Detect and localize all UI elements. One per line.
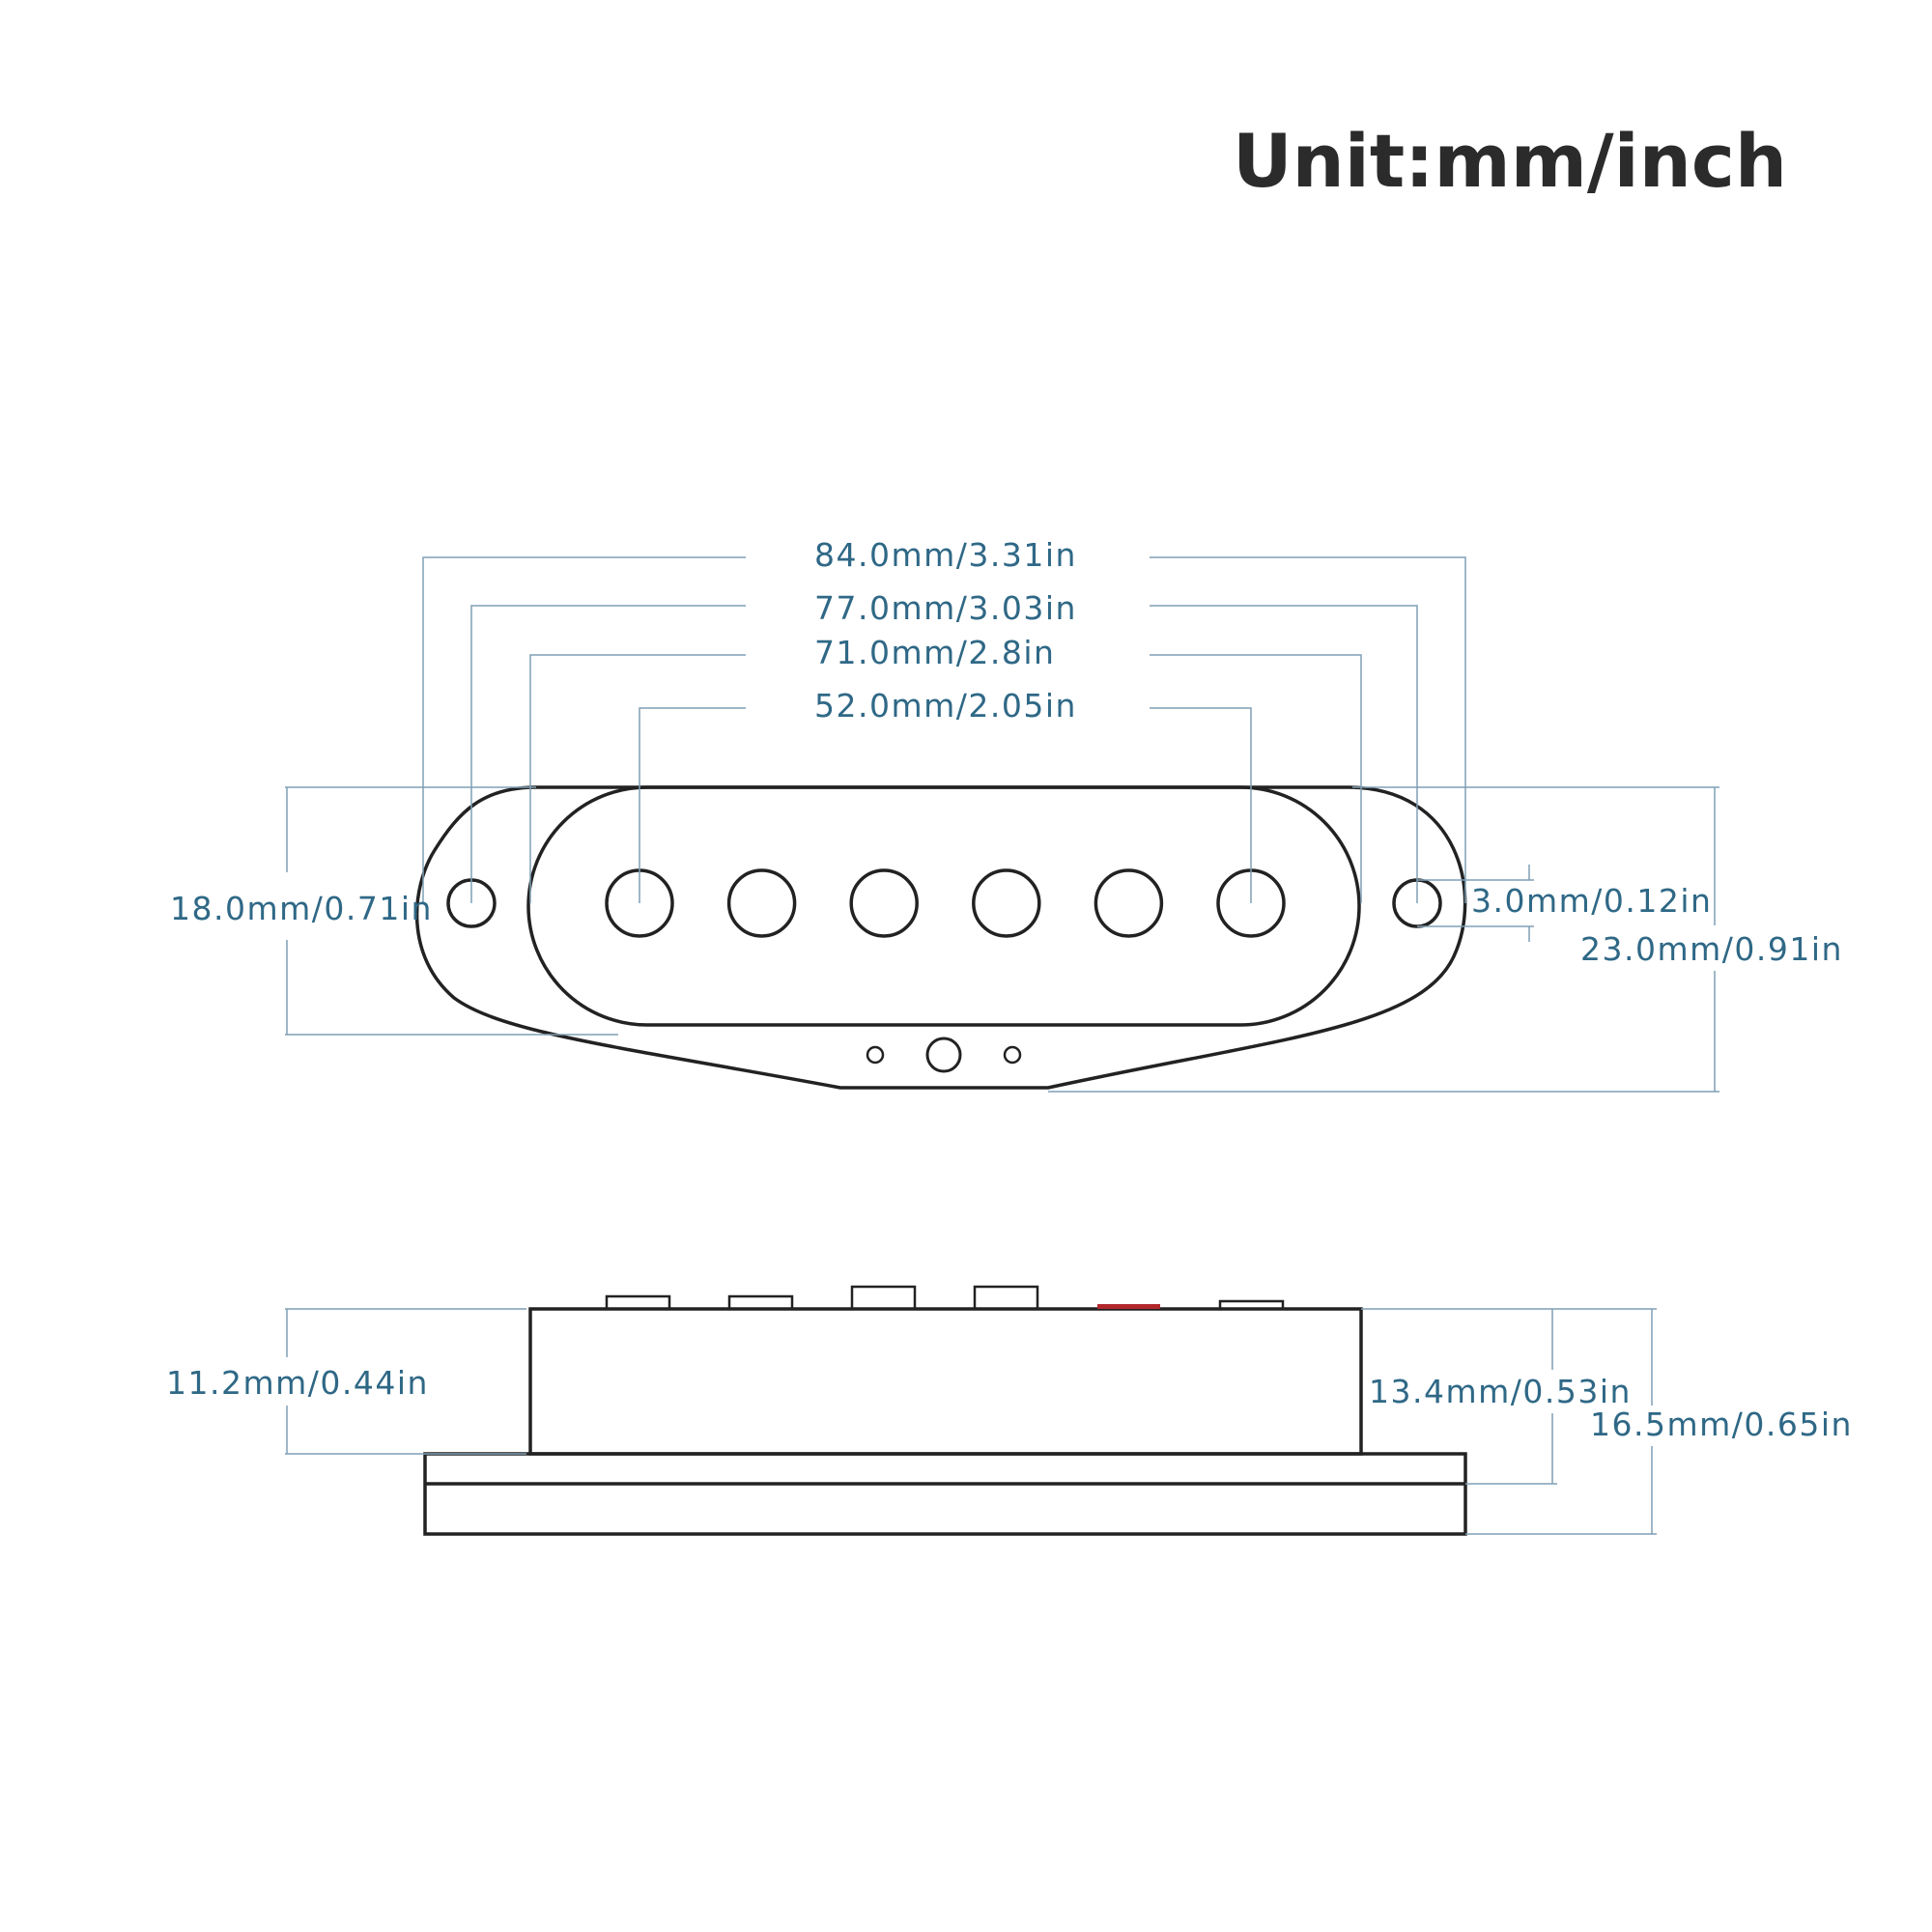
pole-piece-5 <box>1094 868 1164 938</box>
pole-top-3 <box>850 1285 917 1311</box>
side-view: 11.2mm/0.44in 13.4mm/0.53in 16.5mm/0.65i… <box>166 1285 1853 1536</box>
top-view: 84.0mm/3.31in 77.0mm/3.03in 71.0mm/2.8in… <box>170 536 1843 1093</box>
dim-overall-length: 84.0mm/3.31in <box>814 536 1077 574</box>
pole-piece-2 <box>726 868 797 938</box>
pole-top-4 <box>973 1285 1039 1311</box>
pole-pieces <box>605 868 1286 938</box>
dim-total-height: 16.5mm/0.65in <box>1590 1406 1853 1443</box>
bobbin-outline <box>526 785 1361 1027</box>
dim-bobbin-height: 11.2mm/0.44in <box>166 1364 429 1402</box>
pole-piece-4 <box>972 868 1041 938</box>
eyelet-right <box>1003 1045 1022 1065</box>
eyelet-center <box>925 1037 962 1073</box>
pole-piece-3 <box>849 868 919 938</box>
dim-overall-width: 23.0mm/0.91in <box>1580 930 1843 968</box>
dim-pole-span: 52.0mm/2.05in <box>814 687 1077 724</box>
baseplate-outline <box>414 785 1467 1090</box>
bobbin-body <box>528 1307 1363 1456</box>
dim-mounting-hole-spacing: 77.0mm/3.03in <box>814 589 1077 627</box>
pole-top-2 <box>727 1294 794 1311</box>
pole-top-1 <box>605 1294 671 1311</box>
base-plate <box>423 1452 1467 1536</box>
pole-top-6 <box>1218 1299 1285 1311</box>
dim-height-to-base: 13.4mm/0.53in <box>1369 1373 1632 1410</box>
unit-title: Unit:mm/inch <box>1233 118 1787 204</box>
dim-bobbin-length: 71.0mm/2.8in <box>814 634 1055 671</box>
dim-bobbin-width: 18.0mm/0.71in <box>170 890 433 927</box>
dim-mounting-hole-diameter: 3.0mm/0.12in <box>1471 882 1712 920</box>
top-dimension-lines <box>285 556 1719 1093</box>
pole-top-5-magnet <box>1097 1304 1160 1309</box>
side-dimension-lines <box>285 1308 1657 1535</box>
eyelet-left <box>866 1045 885 1065</box>
